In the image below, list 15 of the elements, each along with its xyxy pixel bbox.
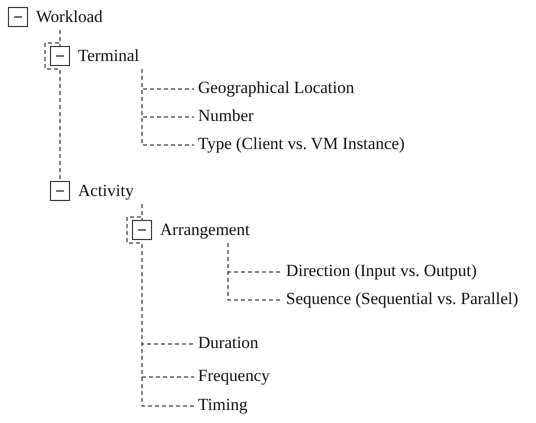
node-label: Duration (198, 333, 258, 353)
node-label: Geographical Location (198, 78, 354, 98)
node-label: Activity (78, 181, 134, 201)
tree-connector (142, 68, 194, 146)
node-label: Type (Client vs. VM Instance) (198, 134, 405, 154)
node-label: Timing (198, 395, 248, 415)
tree-connector (228, 242, 282, 300)
node-label: Number (198, 106, 254, 126)
node-label: Terminal (78, 46, 140, 66)
node-label: Frequency (198, 366, 270, 386)
node-label: Direction (Input vs. Output) (286, 261, 477, 281)
tree-connector (44, 30, 60, 182)
node-label: Workload (36, 7, 103, 27)
node-label: Arrangement (160, 220, 250, 240)
node-label: Sequence (Sequential vs. Parallel) (286, 289, 518, 309)
